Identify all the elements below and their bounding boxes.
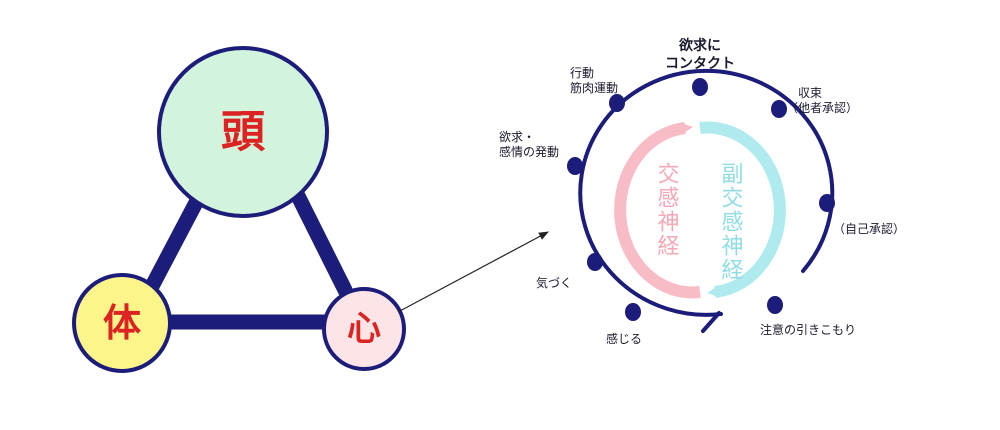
stage-label-action-2: 筋肉運動 xyxy=(570,80,618,95)
stage-label-self-approval: （自己承認） xyxy=(833,221,905,236)
stage-dot-notice xyxy=(587,253,603,271)
stage-dot-feel xyxy=(625,303,641,321)
stage-label-convergence-2: （他者承認） xyxy=(786,100,858,115)
head-label: 頭 xyxy=(221,107,266,158)
stage-label-action-1: 行動 xyxy=(570,66,594,80)
stage-dot-convergence xyxy=(771,100,787,118)
edge-head-body xyxy=(142,187,208,298)
edge-head-heart xyxy=(287,182,353,298)
stage-dot-arousal xyxy=(567,157,583,175)
stage-label-convergence-1: 収束 xyxy=(798,86,822,100)
cycle-ring xyxy=(578,68,835,317)
stage-label-withdrawal: 注意の引きこもり xyxy=(760,322,856,337)
stage-label-contact-2: コンタクト xyxy=(665,56,735,72)
stage-dot-self-approval xyxy=(819,194,835,212)
triangle-group: 頭 体 心 xyxy=(72,46,406,373)
stage-dot-action xyxy=(609,94,625,112)
parasympathetic-arc xyxy=(699,121,786,298)
stage-label-feel: 感じる xyxy=(606,331,642,346)
body-label: 体 xyxy=(103,301,141,345)
stage-label-notice: 気づく xyxy=(536,275,572,290)
stage-label-contact-1: 欲求に xyxy=(678,37,721,54)
body-node xyxy=(72,273,172,373)
cycle-group: 交感神経 副交感神経 欲求に コンタクト 収束 （他者承認） （自己承認） 注意… xyxy=(499,37,905,346)
parasympathetic-label: 副交感神経 xyxy=(718,162,744,282)
heart-node xyxy=(322,287,406,371)
stage-label-arousal-2: 感情の発動 xyxy=(499,144,559,159)
connector-arrow xyxy=(397,231,549,313)
heart-label: 心 xyxy=(347,309,381,349)
head-node xyxy=(157,46,329,218)
stage-label-arousal-1: 欲求・ xyxy=(499,130,535,144)
cycle-gap-tick xyxy=(701,311,721,333)
sympathetic-label: 交感神経 xyxy=(654,162,680,258)
stage-dot-withdrawal xyxy=(767,296,783,314)
sympathetic-arc xyxy=(614,122,701,299)
stage-dot-contact xyxy=(692,78,708,96)
